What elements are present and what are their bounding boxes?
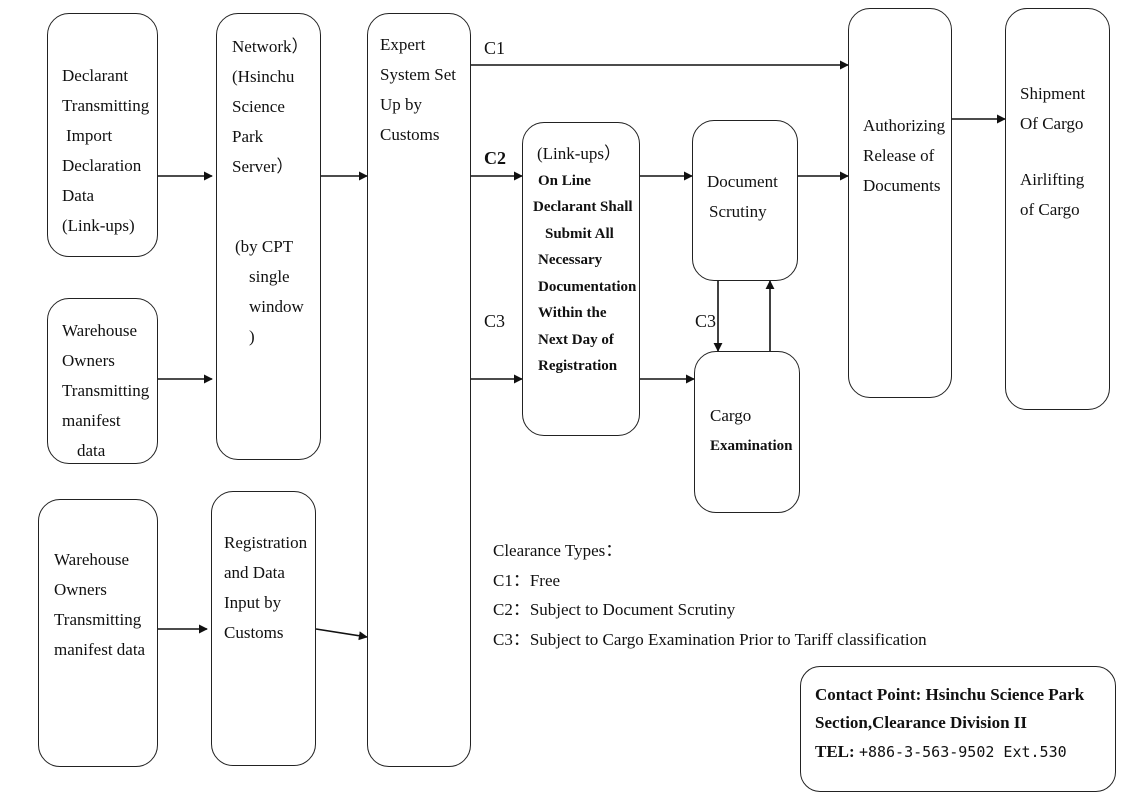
- node-text-line: Release of: [863, 146, 935, 165]
- node-text-line: Input by: [224, 593, 282, 612]
- node-text-line: Declaration: [62, 156, 142, 175]
- node-text-line: Document: [707, 172, 778, 191]
- node-text-line: Transmitting: [62, 96, 150, 115]
- contact-tel: TEL: +886-3-563-9502 Ext.530: [815, 742, 1067, 762]
- cargo-examination-node-text: Cargo Examination: [710, 401, 793, 461]
- legend-item-c2: C2：Subject to Document Scrutiny: [493, 600, 736, 619]
- node-text-line: Of Cargo: [1020, 114, 1084, 133]
- contact-box: Contact Point: Hsinchu Science Park Sect…: [800, 666, 1116, 792]
- node-text-line: data: [77, 441, 106, 460]
- network-node-text: Network） (Hsinchu Science Park Server） (…: [232, 32, 308, 352]
- node-text-line: Documents: [863, 176, 941, 195]
- legend-title: Clearance Types：: [493, 541, 623, 560]
- node-text-line: Scrutiny: [709, 202, 767, 221]
- contact-line-1: Contact Point: Hsinchu Science Park: [815, 685, 1085, 704]
- legend-item-c3: C3：Subject to Cargo Examination Prior to…: [493, 629, 927, 649]
- node-text-line: On Line: [538, 172, 591, 189]
- registration-node-text: Registration and Data Input by Customs: [224, 528, 307, 648]
- node-text-line: Warehouse: [62, 321, 138, 340]
- node-text-line: (by CPT: [235, 237, 294, 256]
- node-text-line: Data: [62, 186, 95, 205]
- expert-system-node-text: Expert System Set Up by Customs: [380, 30, 456, 150]
- authorizing-release-node-text: Authorizing Release of Documents: [863, 111, 945, 201]
- node-text-line: Authorizing: [863, 116, 946, 135]
- linkups-node: (Link-ups） On Line Declarant Shall Submi…: [522, 122, 640, 436]
- node-text-line: Shipment: [1020, 84, 1086, 103]
- node-text-line: Network）: [232, 37, 309, 56]
- node-text-line: Documentation: [538, 278, 637, 295]
- node-text-line: System Set: [380, 65, 457, 84]
- node-text-line: [1020, 139, 1085, 165]
- edge-label-c3: C3: [484, 311, 506, 331]
- node-text-line: Import: [66, 126, 113, 145]
- edge-label-c2: C2: [484, 148, 506, 168]
- warehouse-b-node-text: Warehouse Owners Transmitting manifest d…: [54, 545, 145, 665]
- node-text-line: Within the: [538, 305, 607, 321]
- node-text-line: Registration: [538, 358, 618, 374]
- node-text-line: manifest: [62, 411, 121, 430]
- edge-label-c3-vertical: C3: [695, 311, 717, 331]
- node-text-line: single: [249, 267, 290, 286]
- node-text-line: Airlifting: [1020, 170, 1085, 189]
- warehouse-a-node: Warehouse Owners Transmitting manifest d…: [47, 298, 158, 464]
- declarant-node-text: Declarant Transmitting Import Declaratio…: [62, 61, 149, 241]
- legend-item-c1: C1：Free: [493, 570, 561, 590]
- contact-tel-number: +886-3-563-9502 Ext.530: [858, 743, 1067, 761]
- expert-system-node: Expert System Set Up by Customs: [367, 13, 471, 767]
- declarant-node: Declarant Transmitting Import Declaratio…: [47, 13, 158, 257]
- node-text-line: Transmitting: [54, 610, 142, 629]
- node-text-line: Owners: [62, 351, 115, 370]
- document-scrutiny-node-text: Document Scrutiny: [707, 167, 778, 227]
- shipment-node: Shipment Of Cargo Airlifting of Cargo: [1005, 8, 1110, 410]
- cargo-examination-node: Cargo Examination: [694, 351, 800, 513]
- linkups-node-text: (Link-ups） On Line Declarant Shall Submi…: [533, 141, 636, 380]
- warehouse-a-node-text: Warehouse Owners Transmitting manifest d…: [62, 316, 149, 466]
- arrow-registration-to-expert: [315, 628, 368, 641]
- contact-tel-label: TEL:: [815, 742, 855, 761]
- authorizing-release-node: Authorizing Release of Documents: [848, 8, 952, 398]
- node-text-line: Customs: [380, 125, 440, 144]
- shipment-node-text: Shipment Of Cargo Airlifting of Cargo: [1020, 79, 1085, 225]
- node-text-line: (Link-ups）: [537, 144, 622, 163]
- node-text-line: Customs: [224, 623, 284, 642]
- node-text-line: (Hsinchu: [232, 67, 295, 86]
- node-text-line: Warehouse: [54, 550, 130, 569]
- node-text-line: and Data: [224, 563, 285, 582]
- node-text-line: [232, 182, 308, 207]
- node-text-line: Cargo: [710, 406, 752, 425]
- node-text-line: Transmitting: [62, 381, 150, 400]
- contact-line-2: Section,Clearance Division II: [815, 713, 1028, 732]
- node-text-line: Declarant Shall: [533, 199, 633, 215]
- node-text-line: of Cargo: [1020, 200, 1080, 219]
- node-text-line: [232, 207, 308, 232]
- node-text-line: window: [249, 297, 304, 316]
- node-text-line: Examination: [710, 438, 793, 454]
- node-text-line: Park: [232, 127, 264, 146]
- node-text-line: Up by: [380, 95, 423, 114]
- node-text-line: Declarant: [62, 66, 129, 85]
- node-text-line: Submit All: [545, 225, 614, 242]
- node-text-line: ): [249, 327, 255, 346]
- node-text-line: Registration: [224, 533, 308, 552]
- warehouse-b-node: Warehouse Owners Transmitting manifest d…: [38, 499, 158, 767]
- document-scrutiny-node: Document Scrutiny: [692, 120, 798, 281]
- network-node: Network） (Hsinchu Science Park Server） (…: [216, 13, 321, 460]
- node-text-line: Science: [232, 97, 285, 116]
- node-text-line: Expert: [380, 35, 426, 54]
- edge-label-c1: C1: [484, 38, 506, 58]
- node-text-line: Next Day of: [538, 331, 614, 348]
- node-text-line: Necessary: [538, 252, 603, 268]
- node-text-line: Server）: [232, 157, 294, 176]
- node-text-line: Owners: [54, 580, 107, 599]
- registration-node: Registration and Data Input by Customs: [211, 491, 316, 766]
- node-text-line: (Link-ups): [62, 216, 135, 235]
- clearance-types-legend: Clearance Types： C1：Free C2：Subject to D…: [493, 536, 927, 654]
- node-text-line: manifest data: [54, 640, 146, 659]
